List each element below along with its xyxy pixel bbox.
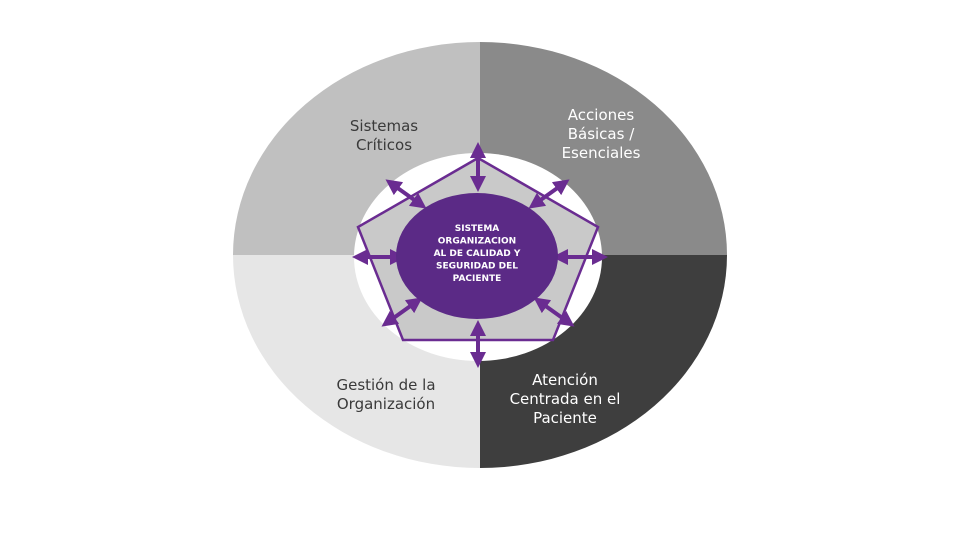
center-label-line: PACIENTE bbox=[453, 274, 502, 284]
quadrant-label-top-left: Críticos bbox=[356, 136, 412, 154]
center-label-line: ORGANIZACION bbox=[438, 237, 516, 247]
arrows bbox=[352, 142, 608, 368]
center-label: SISTEMA ORGANIZACION AL DE CALIDAD Y SEGURI… bbox=[434, 224, 521, 284]
quadrant-label-bottom-right: Centrada en el bbox=[510, 390, 621, 408]
quadrant-label-top-right: Acciones bbox=[568, 106, 635, 124]
double-arrow-6 bbox=[381, 297, 423, 327]
double-arrow-2 bbox=[385, 179, 427, 209]
center-label-line: AL DE CALIDAD Y bbox=[434, 249, 521, 259]
quadrant-label-bottom-left: Gestión de la bbox=[336, 376, 435, 394]
center-label-line: SISTEMA bbox=[455, 224, 500, 234]
double-arrow-3 bbox=[528, 179, 570, 209]
quadrant-label-bottom-right: Atención bbox=[532, 371, 598, 389]
quadrant-label-top-left: Sistemas bbox=[350, 117, 418, 135]
quadrant-label-bottom-left: Organización bbox=[337, 395, 435, 413]
quadrant-label-top-right: Esenciales bbox=[562, 144, 641, 162]
center-label-line: SEGURIDAD DEL bbox=[436, 262, 518, 272]
double-arrow-7 bbox=[533, 297, 575, 327]
quadrant-label-top-right: Básicas / bbox=[568, 125, 635, 143]
center-circle bbox=[396, 193, 558, 319]
quadrant-label-bottom-right: Paciente bbox=[533, 409, 597, 427]
